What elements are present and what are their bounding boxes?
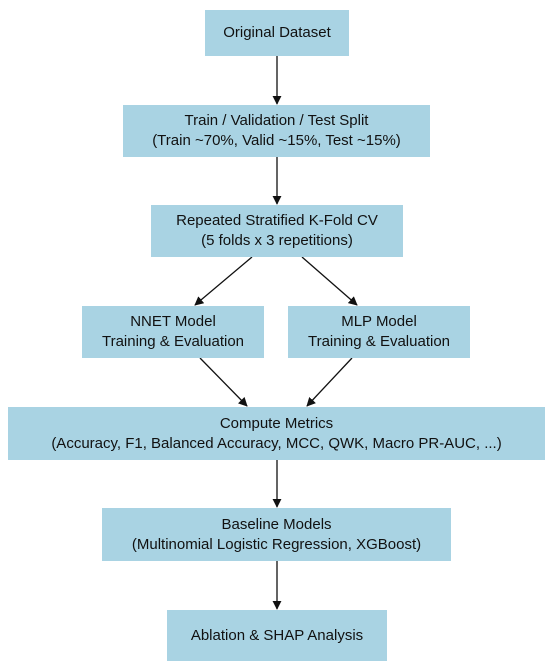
node-metrics-detail: (Accuracy, F1, Balanced Accuracy, MCC, Q… [51,434,502,452]
node-original-dataset: Original Dataset [205,10,349,56]
node-split-detail: (Train ~70%, Valid ~15%, Test ~15%) [152,132,401,149]
node-nnet-detail: Training & Evaluation [101,333,245,350]
node-original-dataset-label: Original Dataset [223,24,331,41]
node-mlp-detail: Training & Evaluation [307,333,451,350]
node-ablation-shap-analysis: Ablation & SHAP Analysis [167,610,387,661]
node-baseline-title: Baseline Models [221,515,332,533]
node-baseline-models: Baseline Models (Multinomial Logistic Re… [102,508,451,561]
node-train-validation-test-split: Train / Validation / Test Split (Train ~… [123,105,430,157]
node-nnet-model: NNET Model Training & Evaluation [82,306,264,358]
edge-mlp-to-metrics [306,357,353,407]
node-split-title: Train / Validation / Test Split [184,112,369,129]
edge-cv-to-nnet [194,256,253,306]
node-mlp-title: MLP Model [341,313,417,330]
node-cv-detail: (5 folds x 3 repetitions) [201,232,353,249]
node-ablation-label: Ablation & SHAP Analysis [190,626,364,644]
node-repeated-stratified-kfold-cv: Repeated Stratified K-Fold CV (5 folds x… [151,205,403,257]
node-metrics-title: Compute Metrics [219,414,334,432]
node-cv-title: Repeated Stratified K-Fold CV [176,212,378,229]
node-mlp-model: MLP Model Training & Evaluation [288,306,470,358]
node-nnet-title: NNET Model [130,313,216,330]
node-baseline-detail: (Multinomial Logistic Regression, XGBoos… [131,535,422,553]
edge-nnet-to-metrics [199,357,248,407]
edge-cv-to-mlp [301,256,358,306]
node-compute-metrics: Compute Metrics (Accuracy, F1, Balanced … [8,407,545,460]
